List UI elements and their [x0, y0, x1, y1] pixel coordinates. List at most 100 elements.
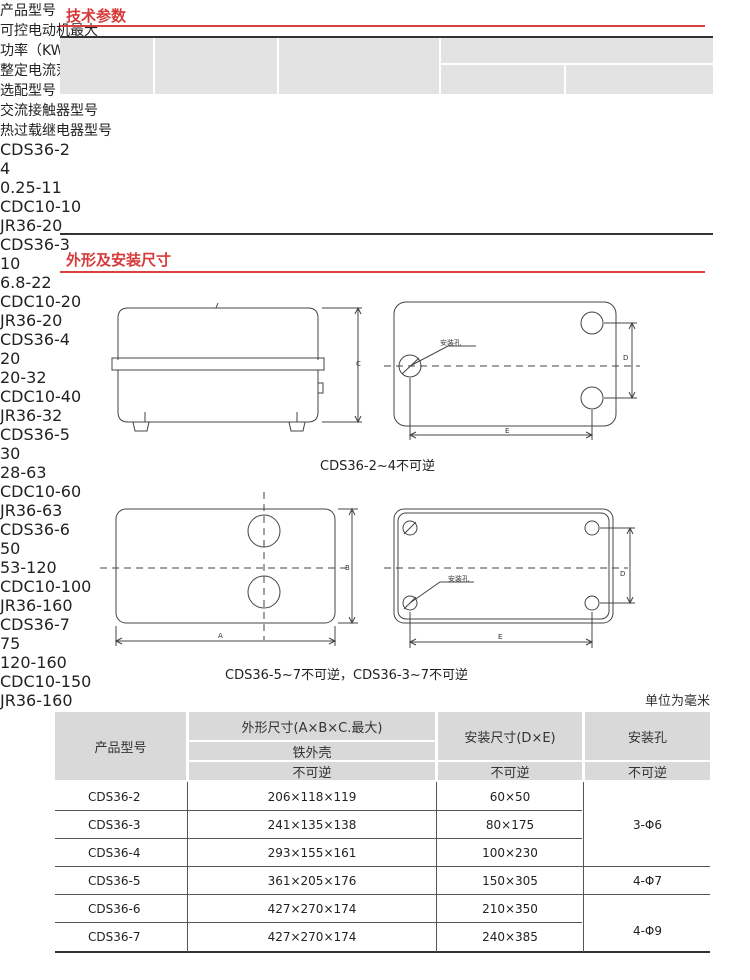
cell-mount: 150×305: [482, 874, 538, 888]
table-row: CDS36-4 20 20-32 CDC10-40 JR36-32: [0, 330, 750, 425]
row-divider: [55, 838, 582, 839]
unit-note: 单位为毫米: [644, 694, 710, 709]
section-divider: [60, 271, 705, 273]
cell-current: 6.8-22: [0, 273, 52, 292]
cell-relay: JR36-20: [0, 311, 63, 330]
drawing-caption: CDS36-5~7不可逆，CDS36-3~7不可逆: [225, 668, 469, 683]
header-contactor: 交流接触器型号: [0, 103, 98, 119]
cell-mount: 80×175: [485, 818, 535, 832]
cell-relay: JR36-160: [0, 691, 73, 710]
header-nonrev: 不可逆: [438, 762, 582, 781]
header-model: 产品型号: [0, 3, 56, 19]
dims-table: 产品型号 外形尺寸(A×B×C.最大) 铁外壳 不可逆 安装尺寸(D×E) 不可…: [55, 712, 710, 953]
cell-outer: 427×270×174: [267, 902, 357, 916]
cell-model: CDS36-4: [88, 846, 141, 860]
cell-current: 120-160: [0, 653, 67, 672]
table-bottom-border: [55, 951, 710, 953]
cell-mount: 60×50: [489, 790, 531, 804]
dim-label-e: E: [498, 633, 502, 641]
cell-power: 20: [0, 349, 21, 368]
drawing-caption: CDS36-2~4不可逆: [320, 459, 436, 474]
header-bg: [441, 65, 564, 94]
cell-model: CDS36-2: [0, 140, 70, 159]
cell-current: 28-63: [0, 463, 47, 482]
cell-model: CDS36-7: [0, 615, 70, 634]
row-divider: [55, 866, 710, 867]
front-view-drawing: [100, 492, 358, 646]
table-row: CDS36-3 10 6.8-22 CDC10-20 JR36-20: [0, 235, 750, 330]
cell-current: 53-120: [0, 558, 57, 577]
bottom-view-drawing: [384, 508, 635, 648]
header-bg: [279, 36, 439, 94]
cell-relay: JR36-32: [0, 406, 63, 425]
cell-current: 20-32: [0, 368, 47, 387]
header-bg: [566, 65, 713, 94]
cell-relay: JR36-63: [0, 501, 63, 520]
cell-outer: 293×155×161: [267, 846, 357, 860]
cell-contactor: CDC10-20: [0, 292, 82, 311]
cell-contactor: CDC10-10: [0, 197, 82, 216]
section-divider: [60, 25, 705, 27]
cell-power: 30: [0, 444, 21, 463]
header-relay: 热过载继电器型号: [0, 123, 112, 139]
table-row: CDS36-7 75 120-160 CDC10-150 JR36-160: [0, 615, 750, 710]
dim-label-d: D: [623, 354, 628, 362]
params-table: 产品型号 可控电动机最大 功率（KW） 整定电流范围 选配型号 交流接触器型号 …: [0, 3, 750, 710]
table-row: CDS36-2 4 0.25-11 CDC10-10 JR36-20: [0, 140, 750, 235]
col-divider: [436, 782, 437, 952]
header-bg: [60, 36, 153, 94]
header-iron: 铁外壳: [189, 742, 435, 761]
cell-hole: 4-Φ9: [632, 924, 663, 938]
cell-model: CDS36-2: [88, 790, 141, 804]
cell-contactor: CDC10-100: [0, 577, 92, 596]
header-selection: 选配型号: [0, 83, 56, 99]
cell-model: CDS36-6: [0, 520, 70, 539]
table-bottom-border: [60, 233, 713, 235]
dim-label-a: A: [218, 632, 223, 640]
cell-hole: 3-Φ6: [632, 818, 663, 832]
top-view-drawing: [384, 301, 640, 440]
dim-label-b: B: [345, 564, 350, 572]
cell-relay: JR36-160: [0, 596, 73, 615]
cell-outer: 361×205×176: [267, 874, 357, 888]
mounting-hole-label: 安装孔: [440, 338, 461, 347]
cell-model: CDS36-3: [88, 818, 141, 832]
cell-contactor: CDC10-40: [0, 387, 82, 406]
row-divider: [55, 922, 582, 923]
cell-outer: 427×270×174: [267, 930, 357, 944]
section-title-dimensions: 外形及安装尺寸: [66, 251, 172, 269]
cell-power: 50: [0, 539, 21, 558]
side-view-drawing: [111, 302, 362, 432]
cell-contactor: CDC10-150: [0, 672, 92, 691]
table-top-border: [60, 36, 713, 38]
header-outer: 外形尺寸(A×B×C.最大): [189, 712, 435, 740]
cell-power: 75: [0, 634, 21, 653]
col-divider: [187, 782, 188, 952]
table-row: CDS36-5 30 28-63 CDC10-60 JR36-63: [0, 425, 750, 520]
cell-model: CDS36-4: [0, 330, 70, 349]
header-bg: [441, 36, 713, 63]
cell-mount: 100×230: [482, 846, 538, 860]
row-divider: [55, 810, 582, 811]
header-mount: 安装尺寸(D×E): [438, 712, 582, 760]
cell-model: CDS36-5: [0, 425, 70, 444]
dim-label-c: C: [356, 360, 361, 368]
cell-current: 0.25-11: [0, 178, 62, 197]
cell-model: CDS36-5: [88, 874, 141, 888]
header-hole: 安装孔: [585, 712, 710, 760]
dim-label-d: D: [620, 570, 625, 578]
cell-model: CDS36-7: [88, 930, 141, 944]
cell-model: CDS36-3: [0, 235, 70, 254]
header-power-line1: 可控电动机最大: [0, 23, 98, 39]
header-nonrev: 不可逆: [189, 762, 435, 781]
row-divider: [55, 894, 710, 895]
header-model: 产品型号: [55, 712, 186, 780]
mounting-hole-label: 安装孔: [448, 574, 469, 583]
cell-power: 10: [0, 254, 21, 273]
table-row: CDS36-6 50 53-120 CDC10-100 JR36-160: [0, 520, 750, 615]
dim-label-e: E: [505, 427, 509, 435]
cell-outer: 241×135×138: [267, 818, 357, 832]
cell-hole: 4-Φ7: [632, 874, 663, 888]
cell-mount: 210×350: [482, 902, 538, 916]
cell-relay: JR36-20: [0, 216, 63, 235]
